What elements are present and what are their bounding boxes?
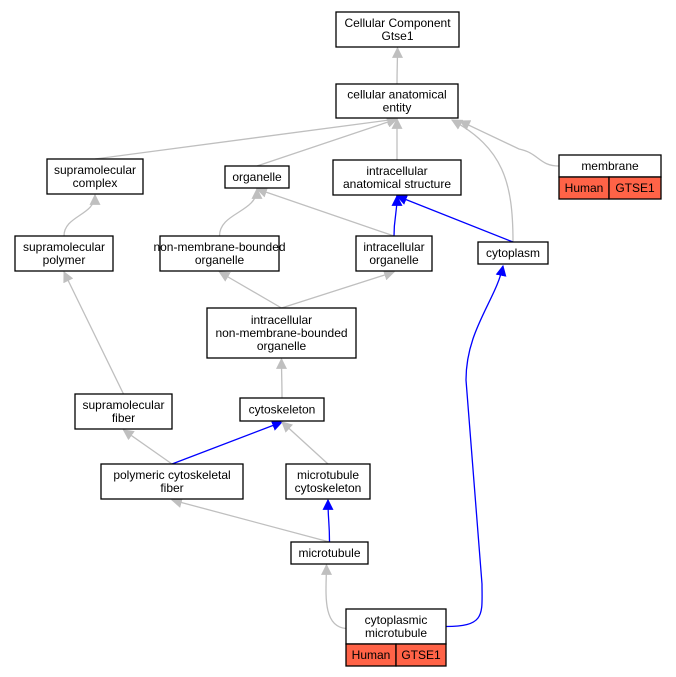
node-box <box>477 241 549 265</box>
node-label-line: organelle <box>232 170 282 184</box>
node-label-line: anatomical structure <box>343 177 451 191</box>
node-label-line: cytoskeleton <box>249 403 316 417</box>
node-box <box>206 307 357 359</box>
node-box <box>159 235 280 272</box>
node-label-line: intracellular <box>366 164 427 178</box>
node-label-line: supramolecular <box>54 163 136 177</box>
node-box <box>100 463 244 500</box>
node-box <box>335 83 459 119</box>
node-box <box>46 158 144 195</box>
edge-part_of-cytomt-to-cytoplasm <box>445 264 507 628</box>
node-label-line: fiber <box>112 411 135 425</box>
node-label-line: membrane <box>581 159 639 173</box>
node-label-line: microtubule <box>365 626 427 640</box>
edge-is_a-cytoskeleton-to-inmbo <box>276 357 288 399</box>
annotation-tag-label: GTSE1 <box>615 181 655 195</box>
node-label-line: microtubule <box>298 546 360 560</box>
node-label-line: fiber <box>160 481 183 495</box>
node-label-line: non-membrane-bounded <box>153 240 285 254</box>
node-box <box>74 393 173 430</box>
annotation-tag-box <box>608 176 662 200</box>
edge-is_a-suppolymer-to-supcomplex <box>63 193 101 237</box>
node-inmbo[interactable]: intracellularnon-membrane-boundedorganel… <box>206 307 357 359</box>
annotation-tag-label: Human <box>352 648 391 662</box>
node-box <box>224 165 290 189</box>
node-cytoplasm[interactable]: cytoplasm <box>477 241 549 265</box>
node-microtubule[interactable]: microtubule <box>290 541 369 565</box>
node-label-line: polymeric cytoskeletal <box>113 468 230 482</box>
node-organelle[interactable]: organelle <box>224 165 290 189</box>
node-box <box>285 463 371 500</box>
node-label-line: microtubule <box>297 468 359 482</box>
edge-part_of-microtubule-to-mtcyto <box>322 498 334 543</box>
node-box <box>290 541 369 565</box>
node-label-line: non-membrane-bounded <box>215 326 347 340</box>
node-box <box>355 235 433 272</box>
node-label-line: supramolecular <box>82 398 164 412</box>
edges-layer <box>63 46 560 630</box>
edge-is_a-polyfiber-to-supfiber <box>122 429 173 465</box>
node-box <box>14 235 114 272</box>
annotation-tag-label: GTSE1 <box>401 648 441 662</box>
annotation-tag-label: Human <box>565 181 604 195</box>
edge-part_of-intorg-to-ias <box>391 194 403 237</box>
node-box <box>332 159 462 196</box>
edge-is_a-microtubule-to-polyfiber <box>170 497 330 543</box>
node-label-line: supramolecular <box>23 240 105 254</box>
node-label-line: cellular anatomical <box>347 88 446 102</box>
node-label-line: Gtse1 <box>381 29 413 43</box>
node-label-line: cytoplasm <box>486 246 540 260</box>
edge-is_a-membrane-to-cae <box>459 120 560 167</box>
edge-is_a-cae-to-root <box>391 46 403 85</box>
node-label-line: cytoplasmic <box>365 613 428 627</box>
node-label-line: intracellular <box>363 240 424 254</box>
node-label-line: complex <box>73 176 118 190</box>
edge-is_a-cytomt-to-microtubule <box>320 563 347 630</box>
edge-is_a-inmbo-to-nmbo <box>218 271 282 309</box>
node-box <box>239 397 325 422</box>
edge-is_a-intorg-to-organelle <box>255 187 395 237</box>
node-label-line: entity <box>383 101 412 115</box>
edge-part_of-polyfiber-to-cytoskeleton <box>171 420 284 465</box>
node-label-line: polymer <box>43 253 86 267</box>
node-label-line: organelle <box>195 253 245 267</box>
edge-is_a-supcomplex-to-cae <box>94 114 399 160</box>
node-label-line: intracellular <box>251 313 312 327</box>
annotation-tag-box <box>395 643 447 667</box>
edge-is_a-nmbo-to-organelle <box>218 187 263 237</box>
edge-is_a-inmbo-to-intorg <box>281 269 396 309</box>
node-box <box>335 11 460 48</box>
node-label-line: organelle <box>369 253 419 267</box>
edge-is_a-mtcyto-to-cytoskeleton <box>281 421 329 465</box>
edge-is_a-organelle-to-cae <box>256 116 399 167</box>
node-label-line: organelle <box>257 339 307 353</box>
node-cytoskeleton[interactable]: cytoskeleton <box>239 397 325 422</box>
edge-part_of-cytoplasm-to-ias <box>395 194 514 243</box>
node-label-line: Cellular Component <box>344 16 451 30</box>
edge-is_a-supfiber-to-suppolymer <box>63 271 125 395</box>
node-label-line: cytoskeleton <box>295 481 362 495</box>
